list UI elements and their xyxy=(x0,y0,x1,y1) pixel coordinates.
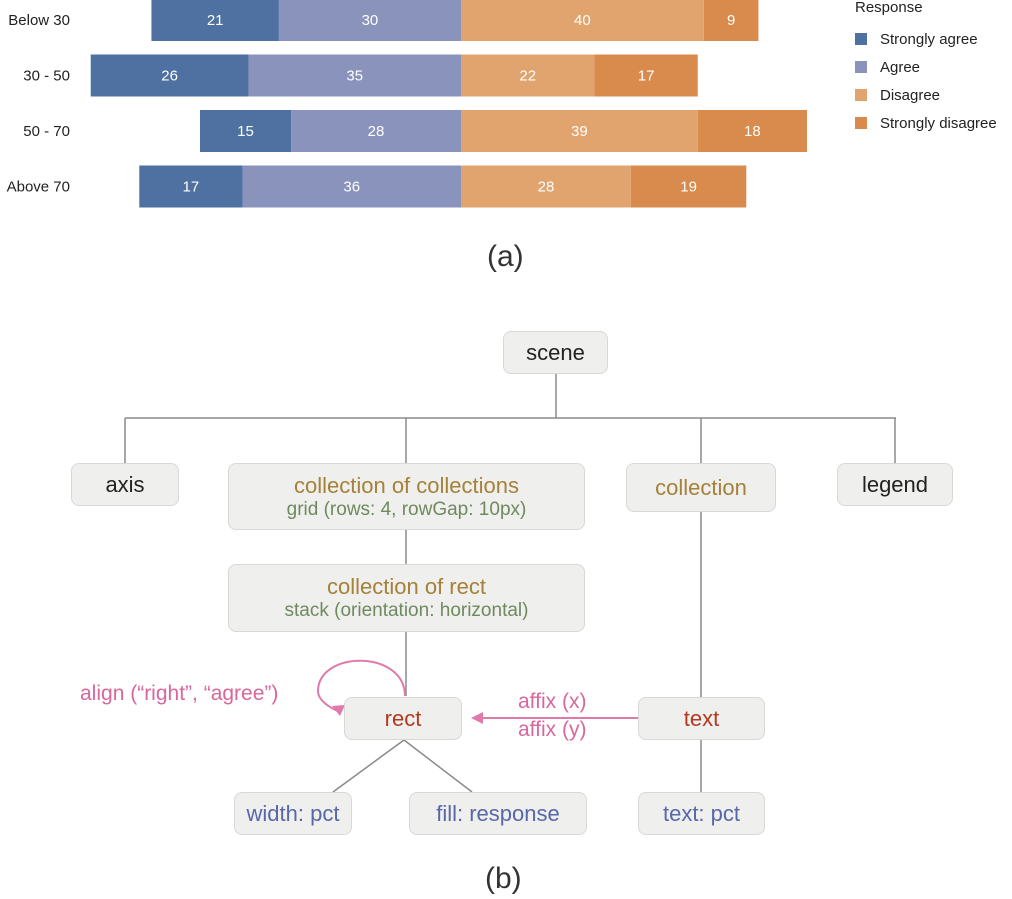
bar-segment-disagree xyxy=(461,0,704,41)
caption-a: (a) xyxy=(487,240,524,273)
align-loop-arrow xyxy=(316,659,406,713)
node-scene-label: scene xyxy=(526,339,585,365)
bar-value-label: 19 xyxy=(680,179,697,196)
node-fill-label: fill: response xyxy=(436,800,560,826)
legend-swatch xyxy=(855,61,867,73)
legend-entry: Strongly disagree xyxy=(880,115,997,132)
bar-segment-strongly-disagree xyxy=(594,54,698,97)
bar-value-label: 9 xyxy=(727,12,735,29)
node-text-pct-label: text: pct xyxy=(662,800,741,826)
row-label: 30 - 50 xyxy=(23,68,70,85)
bar-value-label: 30 xyxy=(362,12,379,29)
bar-value-label: 35 xyxy=(346,68,363,85)
node-coll-of-rect-sub: stack (orientation: horizontal) xyxy=(284,600,529,621)
align-annotation: align (“right”, “agree”) xyxy=(80,682,279,705)
bar-segment-strongly-disagree xyxy=(703,0,759,41)
bar-segment-strongly-agree xyxy=(139,165,243,208)
legend-swatch xyxy=(855,117,867,129)
bar-segment-agree xyxy=(278,0,461,41)
row-label: 50 - 70 xyxy=(23,123,70,140)
node-collection-of-rect: collection of rect stack (orientation: h… xyxy=(228,564,585,632)
legend: Response Strongly agreeAgreeDisagreeStro… xyxy=(855,0,997,132)
bar-segment-agree xyxy=(248,54,461,97)
bar-value-label: 28 xyxy=(368,123,385,140)
bar-value-label: 18 xyxy=(744,123,761,140)
bar-value-label: 36 xyxy=(343,179,360,196)
connector xyxy=(332,739,405,793)
affix-y-annotation: affix (y) xyxy=(518,718,587,741)
legend-swatch xyxy=(855,89,867,101)
node-rect-label: rect xyxy=(384,705,422,731)
bar-segment-strongly-agree xyxy=(90,54,249,97)
legend-entry: Agree xyxy=(880,59,920,76)
node-legend-label: legend xyxy=(861,471,929,497)
bar-segment-disagree xyxy=(461,165,631,208)
node-axis: axis xyxy=(71,463,179,506)
node-text-label: text xyxy=(683,705,720,731)
bar-value-label: 26 xyxy=(161,68,178,85)
bar-value-label: 17 xyxy=(183,179,200,196)
connector xyxy=(403,739,473,793)
node-width-label: width: pct xyxy=(246,800,340,826)
node-coll-of-colls-title: collection of collections xyxy=(293,472,519,498)
node-collection: collection xyxy=(626,463,776,512)
bar-value-label: 28 xyxy=(538,179,555,196)
bar-value-label: 17 xyxy=(638,68,655,85)
bar-segment-agree xyxy=(242,165,461,208)
align-arrowhead-icon xyxy=(332,705,345,716)
affix-x-annotation: affix (x) xyxy=(518,690,587,713)
stacked-bar-chart: Below 30 21 30 40 9 30 - 50 26 35 22 17 50 - 70 15 2… xyxy=(7,0,997,208)
node-text-pct: text: pct xyxy=(638,792,765,835)
bar-segment-agree xyxy=(291,110,461,152)
bar-segment-strongly-agree xyxy=(199,110,292,152)
node-collection-label: collection xyxy=(655,474,747,500)
node-width: width: pct xyxy=(234,792,352,835)
bar-value-label: 21 xyxy=(207,12,224,29)
node-rect: rect xyxy=(344,697,462,740)
legend-swatch xyxy=(855,33,867,45)
node-fill: fill: response xyxy=(409,792,587,835)
bar-segment-disagree xyxy=(461,110,698,152)
legend-title: Response xyxy=(855,0,923,16)
row-label: Below 30 xyxy=(8,12,70,29)
bar-value-label: 22 xyxy=(519,68,536,85)
bar-segment-strongly-disagree xyxy=(630,165,747,208)
node-coll-of-rect-title: collection of rect xyxy=(327,574,486,599)
node-scene: scene xyxy=(503,331,608,374)
node-coll-of-colls-sub: grid (rows: 4, rowGap: 10px) xyxy=(286,498,527,520)
affix-arrowhead-icon xyxy=(471,712,483,724)
bar-value-label: 15 xyxy=(237,123,254,140)
node-legend: legend xyxy=(837,463,953,506)
legend-entry: Strongly agree xyxy=(880,31,978,48)
node-text: text xyxy=(638,697,765,740)
bar-segment-disagree xyxy=(461,54,595,97)
row-label: Above 70 xyxy=(7,179,70,196)
node-axis-label: axis xyxy=(105,471,145,497)
legend-entry: Disagree xyxy=(880,87,940,104)
node-collection-of-collections: collection of collections grid (rows: 4,… xyxy=(228,463,585,530)
caption-b: (b) xyxy=(485,862,522,895)
bar-segment-strongly-disagree xyxy=(697,110,807,152)
bar-value-label: 40 xyxy=(574,12,591,29)
bar-segment-strongly-agree xyxy=(151,0,279,41)
bar-value-label: 39 xyxy=(571,123,588,140)
